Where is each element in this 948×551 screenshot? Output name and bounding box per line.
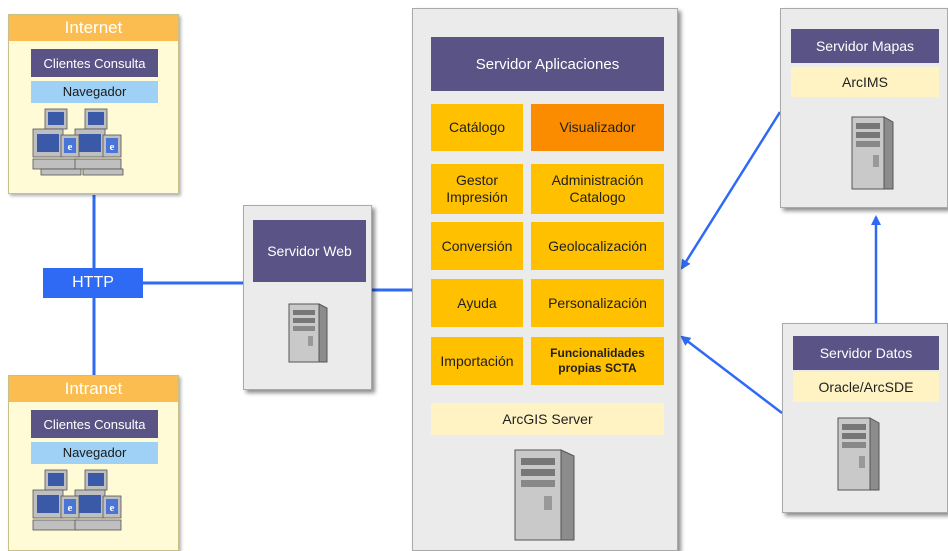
intranet-browser-label: Navegador bbox=[31, 442, 158, 464]
internet-browser-label: Navegador bbox=[31, 81, 158, 103]
desktop-computer-icon: e e bbox=[32, 469, 122, 531]
server-tower-icon bbox=[514, 449, 575, 541]
intranet-header: Intranet bbox=[9, 376, 178, 402]
module-conversion: Conversión bbox=[431, 222, 523, 270]
svg-text:e: e bbox=[68, 502, 73, 514]
module-ayuda: Ayuda bbox=[431, 279, 523, 327]
module-gestor-impresion: Gestor Impresión bbox=[431, 164, 523, 214]
desktop-computer-icon: e e bbox=[32, 108, 124, 176]
module-catalogo: Catálogo bbox=[431, 104, 523, 151]
server-tower-icon bbox=[851, 116, 894, 190]
svg-text:e: e bbox=[68, 141, 73, 153]
map-server-panel: Servidor Mapas ArcIMS bbox=[780, 8, 948, 208]
intranet-client-box: Intranet Clientes Consulta Navegador e e bbox=[8, 375, 179, 551]
mapserver-to-app-arrow bbox=[680, 111, 782, 270]
internet-clients-label: Clientes Consulta bbox=[31, 49, 158, 77]
web-server-title: Servidor Web bbox=[253, 220, 366, 282]
web-server-panel: Servidor Web bbox=[243, 205, 372, 390]
internet-client-box: Internet Clientes Consulta Navegador e e bbox=[8, 14, 179, 194]
server-tower-icon bbox=[288, 303, 328, 363]
arcims-label: ArcIMS bbox=[791, 67, 939, 97]
intranet-clients-label: Clientes Consulta bbox=[31, 410, 158, 438]
data-server-title: Servidor Datos bbox=[793, 336, 939, 370]
svg-text:e: e bbox=[110, 502, 115, 514]
arcgis-server-label: ArcGIS Server bbox=[431, 403, 664, 435]
app-server-panel: Servidor Aplicaciones Catálogo Visualiza… bbox=[412, 8, 678, 551]
module-geolocalizacion: Geolocalización bbox=[531, 222, 664, 270]
app-server-title: Servidor Aplicaciones bbox=[431, 37, 664, 91]
module-funcionalidades-scta: Funcionalidades propias SCTA bbox=[531, 337, 664, 385]
module-administracion-catalogo: Administración Catalogo bbox=[531, 164, 664, 214]
module-personalizacion: Personalización bbox=[531, 279, 664, 327]
server-tower-icon bbox=[837, 417, 880, 491]
data-server-panel: Servidor Datos Oracle/ArcSDE bbox=[782, 323, 948, 513]
map-server-title: Servidor Mapas bbox=[791, 29, 939, 63]
http-label: HTTP bbox=[43, 268, 143, 298]
oracle-arcsde-label: Oracle/ArcSDE bbox=[793, 372, 939, 402]
module-importacion: Importación bbox=[431, 337, 523, 385]
internet-header: Internet bbox=[9, 15, 178, 41]
dataserver-to-app-arrow bbox=[680, 335, 783, 414]
svg-text:e: e bbox=[110, 141, 115, 153]
module-visualizador: Visualizador bbox=[531, 104, 664, 151]
